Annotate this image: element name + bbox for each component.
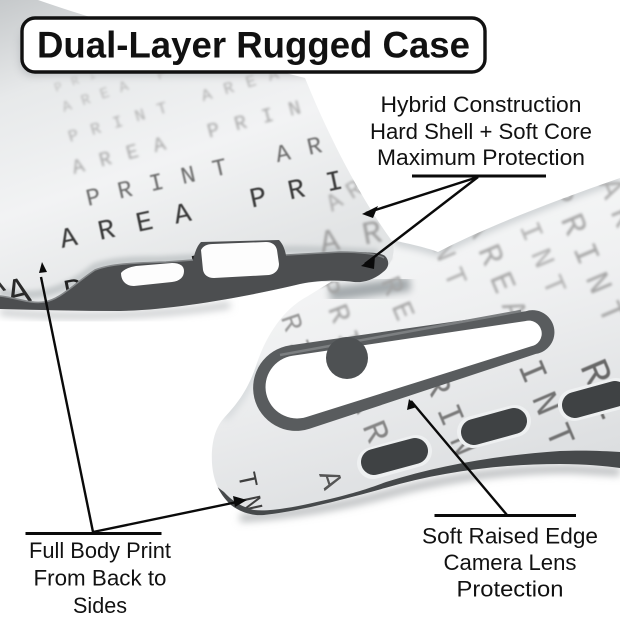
svg-text:Dual-Layer Rugged Case: Dual-Layer Rugged Case [37, 25, 470, 66]
svg-text:Sides: Sides [73, 593, 127, 618]
svg-text:Soft Raised Edge: Soft Raised Edge [422, 524, 598, 549]
svg-text:Hybrid Construction: Hybrid Construction [381, 92, 582, 117]
svg-text:From Back to: From Back to [34, 566, 167, 591]
svg-text:Camera Lens: Camera Lens [444, 550, 577, 575]
svg-text:Maximum Protection: Maximum Protection [377, 145, 585, 170]
svg-text:Protection: Protection [457, 577, 564, 602]
svg-text:Hard Shell + Soft Core: Hard Shell + Soft Core [370, 119, 592, 144]
svg-text:Full Body Print: Full Body Print [29, 538, 171, 563]
